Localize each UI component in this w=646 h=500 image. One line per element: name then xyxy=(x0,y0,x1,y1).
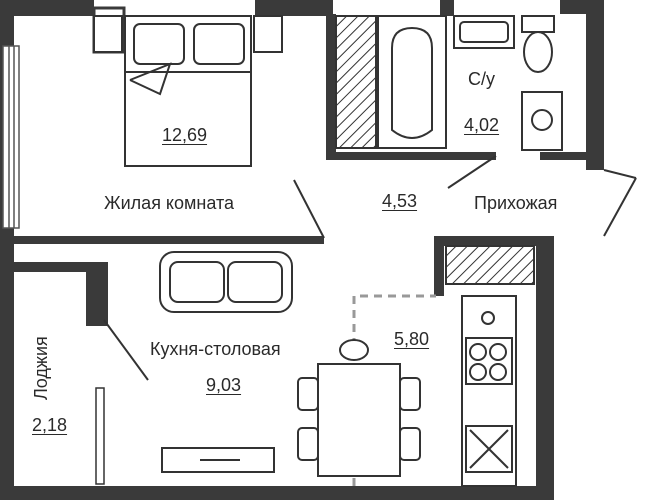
kitchen-label: Кухня-столовая xyxy=(150,339,281,359)
nightstands xyxy=(93,15,283,53)
hall-label: Прихожая xyxy=(474,193,558,213)
loggia-label: Лоджия xyxy=(31,336,51,400)
hall-rack xyxy=(445,245,535,285)
kitchen-area: 9,03 xyxy=(206,375,242,395)
doors xyxy=(103,155,637,381)
window-living xyxy=(2,45,20,229)
inner-walls xyxy=(14,14,588,326)
washer xyxy=(521,91,563,151)
toilet xyxy=(521,15,555,73)
sink xyxy=(453,15,515,49)
kitchen-zone-area: 5,80 xyxy=(394,329,430,349)
loggia-railing xyxy=(95,387,105,485)
hall-area: 4,53 xyxy=(382,191,418,211)
dining-table xyxy=(297,339,421,477)
kitchen-counter xyxy=(461,295,517,487)
living-room-label: Жилая комната xyxy=(104,193,235,213)
bathroom-label: С/у xyxy=(468,69,495,89)
bath-radiator xyxy=(335,15,377,149)
bed xyxy=(124,15,252,167)
sofa xyxy=(159,251,293,313)
living-room-area: 12,69 xyxy=(162,125,208,145)
tv-cabinet xyxy=(161,447,275,473)
loggia-area: 2,18 xyxy=(32,415,68,435)
bathroom-area: 4,02 xyxy=(464,115,500,135)
bathtub xyxy=(377,15,447,149)
